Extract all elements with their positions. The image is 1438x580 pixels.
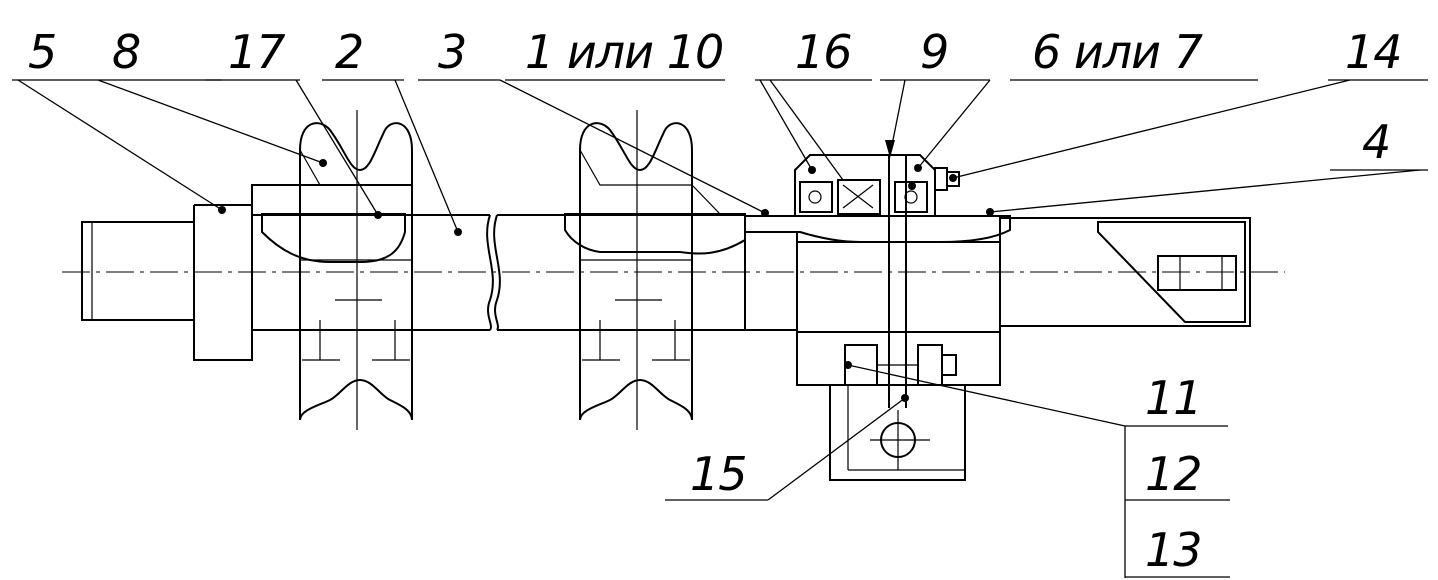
callout-12: 12 — [1145, 447, 1202, 501]
callout-4: 4 — [1362, 115, 1390, 169]
callout-16: 16 — [795, 25, 852, 79]
callout-1-or-10: 1 или 10 — [525, 25, 723, 79]
callout-labels: 5 8 17 2 3 1 или 10 16 9 6 или 7 14 4 11… — [28, 25, 1403, 577]
left-pulley — [251, 110, 413, 430]
shaft — [81, 204, 1251, 361]
callout-9: 9 — [920, 25, 948, 79]
callout-2: 2 — [335, 25, 363, 79]
callout-11: 11 — [1145, 371, 1202, 425]
leader-lines — [12, 79, 1428, 578]
callout-5: 5 — [28, 25, 56, 79]
callout-3: 3 — [438, 25, 466, 79]
leader-dots — [218, 159, 994, 402]
callout-8: 8 — [112, 25, 140, 79]
callout-13: 13 — [1145, 523, 1202, 577]
callout-15: 15 — [690, 447, 747, 501]
bearing-housing — [744, 154, 1011, 481]
middle-pulley — [564, 110, 746, 430]
callout-17: 17 — [228, 25, 285, 79]
callout-14: 14 — [1345, 25, 1402, 79]
callout-6-or-7: 6 или 7 — [1032, 25, 1203, 79]
